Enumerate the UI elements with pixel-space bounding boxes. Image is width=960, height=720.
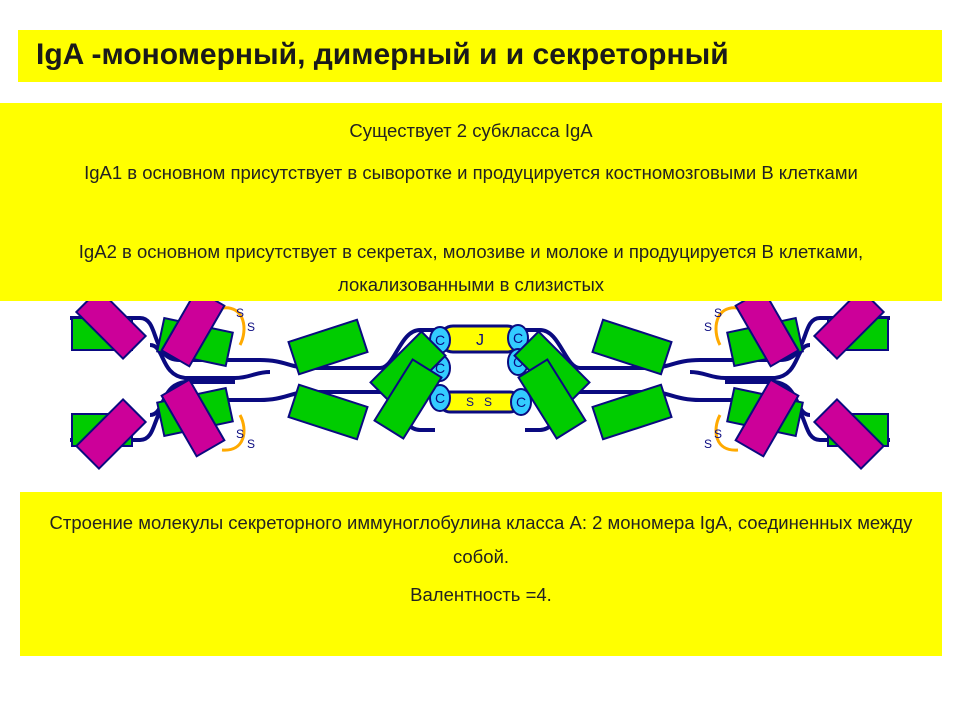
- info-line-subclasses: Существует 2 субкласса IgA: [349, 120, 593, 141]
- ss-label: S: [236, 427, 244, 441]
- valence-text: Валентность =4.: [410, 584, 552, 605]
- constant-domain: [591, 318, 673, 376]
- j-chain-link: [438, 390, 522, 414]
- description-box: Строение молекулы секреторного иммуногло…: [20, 492, 942, 656]
- ss-label: S: [236, 306, 244, 320]
- variable-domain: [160, 378, 226, 458]
- disulfide-bond: [714, 306, 739, 346]
- variable-domain: [812, 397, 886, 471]
- ss-label: S: [484, 395, 492, 409]
- c-node-label: C: [513, 330, 523, 346]
- info-box: Существует 2 субкласса IgA IgA1 в основн…: [0, 103, 942, 301]
- description-text: Строение молекулы секреторного иммуногло…: [49, 512, 913, 567]
- constant-domain: [373, 358, 443, 440]
- ss-label: S: [247, 320, 255, 334]
- ss-label: S: [714, 427, 722, 441]
- variable-domain: [74, 397, 148, 471]
- variable-domains: [74, 287, 886, 471]
- chain-line: [525, 316, 890, 370]
- info-line-iga1: IgA1 в основном присутствует в сыворотке…: [84, 162, 858, 183]
- constant-domain: [287, 383, 369, 441]
- c-node-label: C: [435, 360, 445, 376]
- ss-label: S: [466, 395, 474, 409]
- disulfide-bond: [221, 306, 246, 346]
- slide-title: IgA -мономерный, димерный и и секреторны…: [36, 38, 729, 71]
- c-node-label: C: [435, 332, 445, 348]
- c-node: C: [429, 384, 451, 412]
- info-line-iga2: IgA2 в основном присутствует в секретах,…: [78, 241, 864, 295]
- ss-bridge-labels: S S S S S S S S S S: [236, 306, 722, 451]
- c-node-label: C: [516, 394, 526, 410]
- c-node-label: C: [513, 354, 523, 370]
- constant-domain: [517, 358, 587, 440]
- chain-line: [70, 316, 435, 370]
- ss-label: S: [247, 437, 255, 451]
- disulfide-bond: [221, 414, 246, 452]
- c-node: C: [510, 388, 532, 416]
- constant-domain: [591, 383, 673, 441]
- disulfide-bond: [714, 414, 739, 452]
- ss-label: S: [714, 306, 722, 320]
- j-chain-label: J: [476, 332, 484, 349]
- secretory-iga-diagram: J S S S S S S S S S S C C C C C: [70, 287, 890, 471]
- variable-domain: [734, 378, 800, 458]
- ss-label: S: [704, 437, 712, 451]
- ss-label: S: [704, 320, 712, 334]
- constant-domain: [287, 318, 369, 376]
- c-node-label: C: [435, 390, 445, 406]
- title-banner: IgA -мономерный, димерный и и секреторны…: [18, 30, 942, 82]
